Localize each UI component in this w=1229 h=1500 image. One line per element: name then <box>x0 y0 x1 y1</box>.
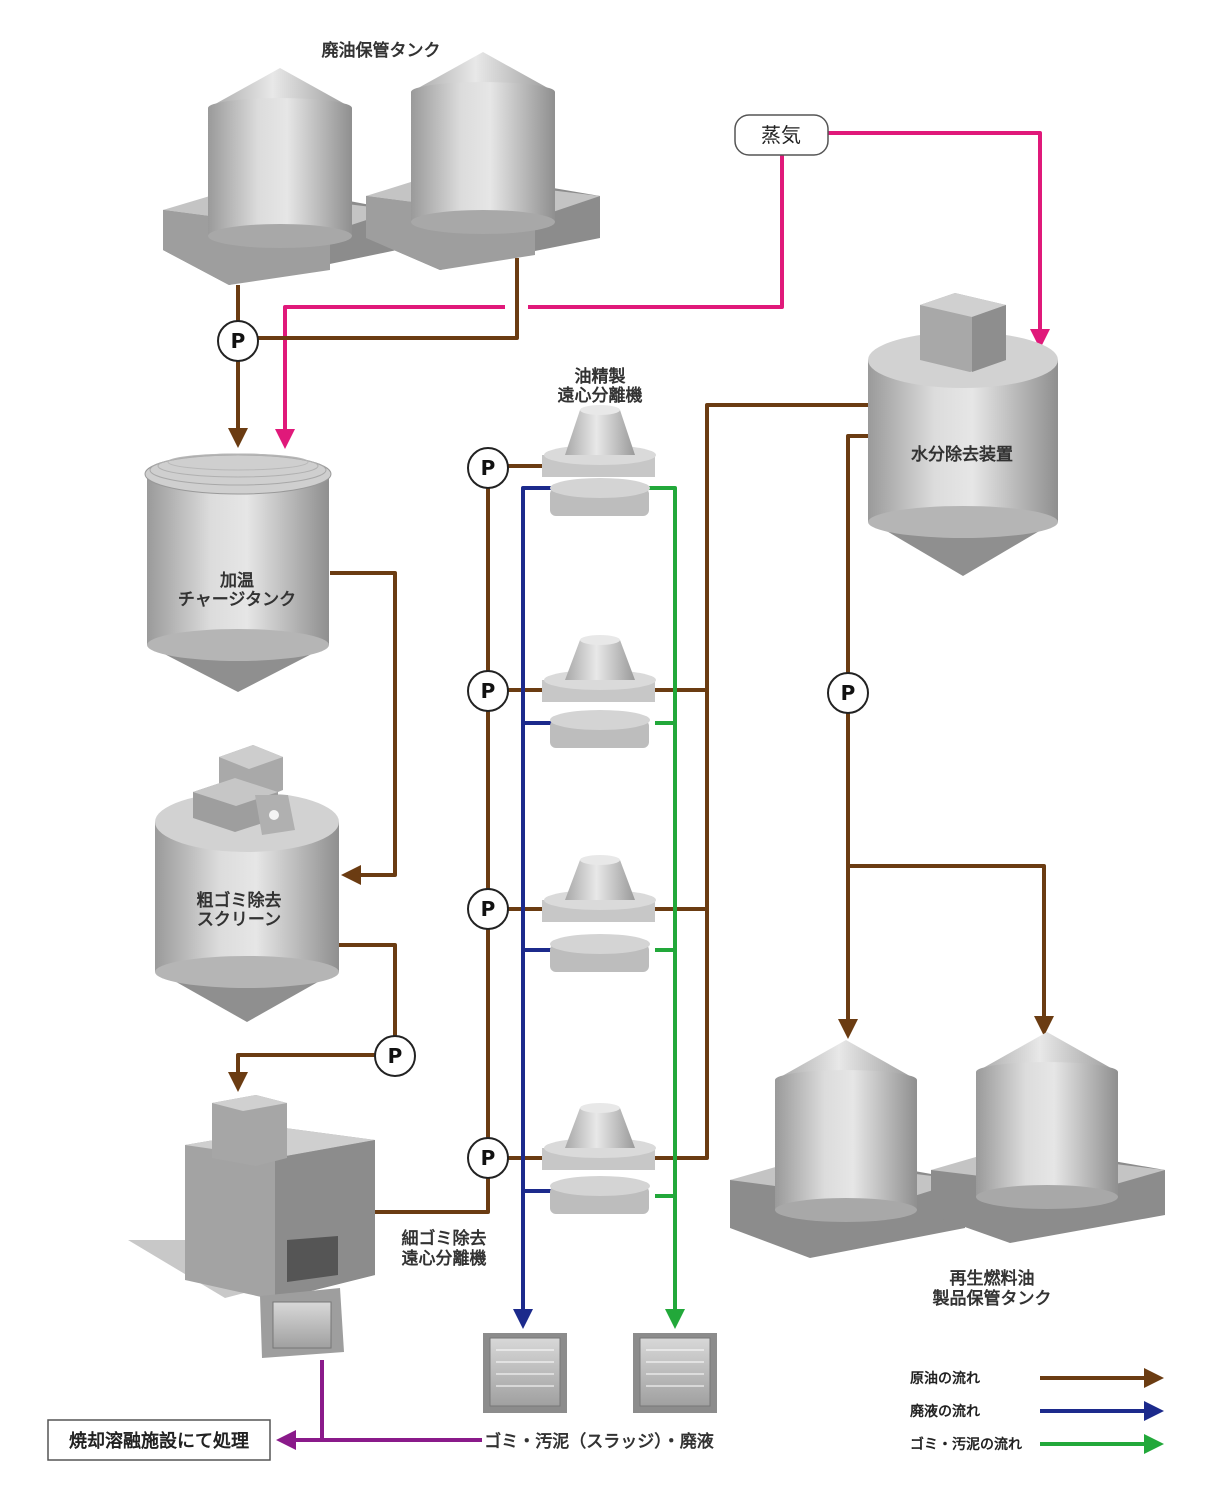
fine-centrifuge-label-2: 遠心分離機 <box>402 1248 487 1269</box>
crude-fine-to-column <box>332 488 490 1214</box>
waste-oil-tank-1 <box>163 68 397 285</box>
pump-main: P <box>217 320 259 362</box>
waste-bins-label: ゴミ・汚泥（スラッジ）・廃液 <box>484 1431 714 1452</box>
pump-label: P <box>481 897 496 921</box>
crude-pump-to-fine <box>228 1053 375 1092</box>
pump-label: P <box>481 456 496 480</box>
steam-line-to-heating <box>528 155 784 309</box>
waste-oil-tank-2 <box>366 52 600 270</box>
coarse-screen-label-1: 粗ゴミ除去 <box>197 890 282 911</box>
oil-centrifuge-3 <box>542 855 656 972</box>
legend-waste-liquid-label: 廃液の流れ <box>910 1403 980 1420</box>
product-tank-1 <box>730 1040 965 1258</box>
waste-blue-branches <box>523 721 554 1193</box>
heating-charge-tank <box>144 453 332 692</box>
crude-dryer-to-pump <box>846 434 868 673</box>
steam-box: 蒸気 <box>734 114 829 156</box>
pump-label: P <box>388 1044 403 1068</box>
water-removal-unit <box>868 293 1058 576</box>
crude-collector <box>655 403 868 1160</box>
legend-crude-label: 原油の流れ <box>910 1370 980 1387</box>
pump-label: P <box>231 329 246 353</box>
crude-to-product2 <box>848 864 1054 1036</box>
pump-centrifuge-3: P <box>467 888 509 930</box>
crude-screen-to-pump <box>338 943 397 1036</box>
steam-label: 蒸気 <box>761 123 801 147</box>
incineration-box: 焼却溶融施設にて処理 <box>47 1419 271 1461</box>
oil-centrifuge-2 <box>542 635 656 748</box>
pump-product: P <box>827 672 869 714</box>
legend: 原油の流れ 廃液の流れ ゴミ・汚泥の流れ <box>910 1368 1164 1454</box>
fine-dust-centrifuge <box>128 1095 375 1358</box>
crude-tank2-to-pump <box>258 258 519 340</box>
steam-line-to-dryer <box>828 131 1050 349</box>
oil-centrifuge-label-2: 遠心分離機 <box>558 385 643 406</box>
heating-tank-label-1: 加温 <box>219 571 254 591</box>
pump-centrifuge-1: P <box>467 447 509 489</box>
incineration-line <box>276 1360 324 1450</box>
oil-centrifuge-label-1: 油精製 <box>575 366 626 387</box>
heating-tank-label-2: チャージタンク <box>178 590 296 610</box>
waste-bin-1 <box>483 1333 567 1413</box>
pump-label: P <box>481 1146 496 1170</box>
coarse-screen-unit <box>155 745 339 1022</box>
pump-label: P <box>481 679 496 703</box>
pump-screen: P <box>374 1035 416 1077</box>
oil-centrifuge-1 <box>542 405 656 516</box>
pipes <box>228 131 1054 1450</box>
waste-blue-line <box>513 486 554 1329</box>
incineration-label: 焼却溶融施設にて処理 <box>69 1430 249 1452</box>
waste-bin-2 <box>633 1333 717 1413</box>
sludge-green-branches <box>655 721 675 1198</box>
legend-sludge-label: ゴミ・汚泥の流れ <box>910 1436 1022 1453</box>
product-tank-label-2: 製品保管タンク <box>932 1288 1052 1309</box>
pump-label: P <box>841 681 856 705</box>
sludge-green-line <box>648 486 685 1329</box>
fine-centrifuge-label-1: 細ゴミ除去 <box>402 1228 487 1249</box>
coarse-screen-label-2: スクリーン <box>197 910 281 930</box>
product-tank-2 <box>931 1032 1165 1243</box>
pump-centrifuge-2: P <box>467 670 509 712</box>
steam-line-to-heating-2 <box>275 305 505 449</box>
oil-centrifuge-4 <box>542 1103 656 1214</box>
waste-oil-tank-label: 廃油保管タンク <box>322 40 441 61</box>
water-removal-label: 水分除去装置 <box>911 444 1013 465</box>
crude-heating-to-screen <box>330 571 397 885</box>
pump-centrifuge-4: P <box>467 1137 509 1179</box>
product-tank-label-1: 再生燃料油 <box>950 1268 1035 1289</box>
